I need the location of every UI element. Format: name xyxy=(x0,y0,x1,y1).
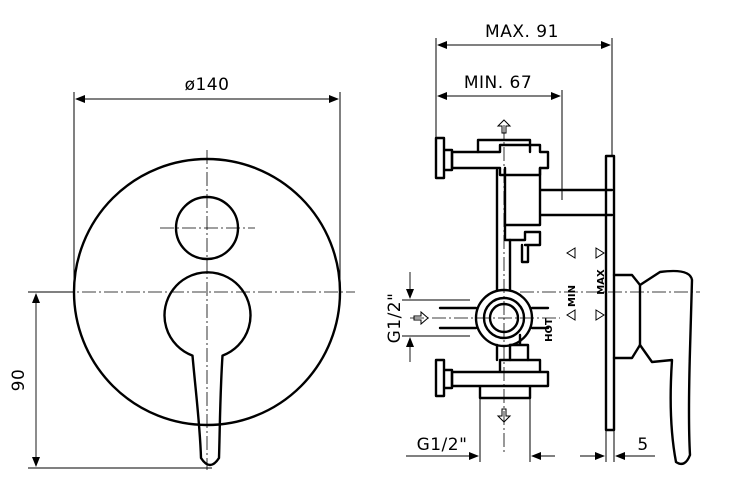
lower-fittings xyxy=(508,333,530,362)
min-triangles xyxy=(566,247,576,321)
inlet-pipe xyxy=(438,306,550,330)
thread-top-label: G1/2" xyxy=(385,293,405,344)
front-view xyxy=(60,150,355,470)
vertical-body xyxy=(495,168,512,362)
hot-inlet-inner xyxy=(488,302,520,334)
min-label: MIN xyxy=(567,285,578,307)
down-flow-arrow xyxy=(496,408,512,423)
max-triangles xyxy=(595,247,605,321)
upper-fittings xyxy=(503,223,542,264)
side-cover-plate xyxy=(604,154,616,432)
side-handle-profile xyxy=(612,273,642,360)
diameter-label: ø140 xyxy=(185,75,230,95)
lower-bracket xyxy=(450,358,550,400)
up-flow-arrow xyxy=(496,119,512,134)
hot-label: HOT xyxy=(544,318,555,342)
height-label: 90 xyxy=(9,369,29,392)
hot-inlet-middle xyxy=(482,296,526,340)
right-flow-arrow xyxy=(413,310,429,326)
upper-cartridge xyxy=(503,166,614,227)
mounting-flange xyxy=(434,136,454,398)
plate-thickness-label: 5 xyxy=(637,435,648,455)
max-depth-label: MAX. 91 xyxy=(485,22,559,42)
thread-bottom-label: G1/2" xyxy=(417,435,468,455)
diverter-knob-outline xyxy=(174,195,240,261)
side-dimensions: MAX. 91 MIN. 67 G1/2" G1/2" 5 xyxy=(385,22,655,462)
upper-bracket xyxy=(450,143,550,177)
upper-valve-body xyxy=(476,138,532,154)
min-depth-label: MIN. 67 xyxy=(464,73,532,93)
side-lever xyxy=(638,269,694,466)
front-dimensions: ø140 90 xyxy=(9,75,341,469)
side-view: MIN MAX HOT xyxy=(410,119,700,466)
max-label: MAX xyxy=(596,269,607,295)
hot-inlet-outer xyxy=(474,288,534,348)
mixer-lever-outline xyxy=(163,271,252,467)
